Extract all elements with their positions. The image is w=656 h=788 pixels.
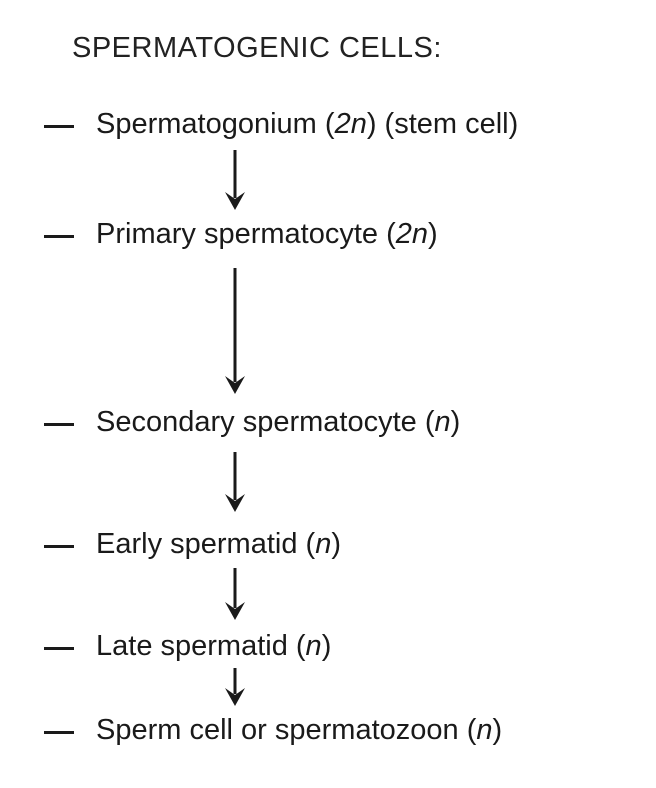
arrow-down-icon <box>224 268 246 396</box>
diagram-title: SPERMATOGENIC CELLS: <box>72 32 442 64</box>
stage-ploidy: 2n <box>395 218 428 250</box>
stage-primary-spermatocyte: Primary spermatocyte (2n) <box>0 216 656 256</box>
stage-spermatozoon: Sperm cell or spermatozoon (n) <box>0 712 656 752</box>
arrow-down-icon <box>224 568 246 622</box>
stage-dash <box>44 125 74 128</box>
stage-name: Sperm cell or spermatozoon <box>96 714 459 746</box>
stage-note: (stem cell) <box>384 108 519 140</box>
arrow-down-icon <box>224 668 246 708</box>
stage-dash <box>44 235 74 238</box>
stage-dash <box>44 545 74 548</box>
stage-dash <box>44 423 74 426</box>
stage-dash <box>44 647 74 650</box>
stage-label: Primary spermatocyte (2n) <box>96 218 438 250</box>
stage-ploidy: n <box>305 630 322 662</box>
stage-early-spermatid: Early spermatid (n) <box>0 526 656 566</box>
stage-label: Spermatogonium (2n) (stem cell) <box>96 108 519 140</box>
stage-ploidy: n <box>434 406 451 438</box>
stage-name: Primary spermatocyte <box>96 218 379 250</box>
stage-spermatogonium: Spermatogonium (2n) (stem cell) <box>0 106 656 146</box>
stage-ploidy: n <box>315 528 332 560</box>
stage-late-spermatid: Late spermatid (n) <box>0 628 656 668</box>
stage-ploidy: n <box>476 714 493 746</box>
stage-secondary-spermatocyte: Secondary spermatocyte (n) <box>0 404 656 444</box>
stage-name: Early spermatid <box>96 528 298 560</box>
stage-name: Secondary spermatocyte <box>96 406 417 438</box>
stage-dash <box>44 731 74 734</box>
arrow-down-icon <box>224 150 246 212</box>
stage-label: Secondary spermatocyte (n) <box>96 406 461 438</box>
stage-label: Sperm cell or spermatozoon (n) <box>96 714 503 746</box>
stage-ploidy: 2n <box>334 108 367 140</box>
arrow-down-icon <box>224 452 246 514</box>
stage-label: Early spermatid (n) <box>96 528 341 560</box>
stage-label: Late spermatid (n) <box>96 630 332 662</box>
stage-name: Spermatogonium <box>96 108 317 140</box>
stage-name: Late spermatid <box>96 630 288 662</box>
